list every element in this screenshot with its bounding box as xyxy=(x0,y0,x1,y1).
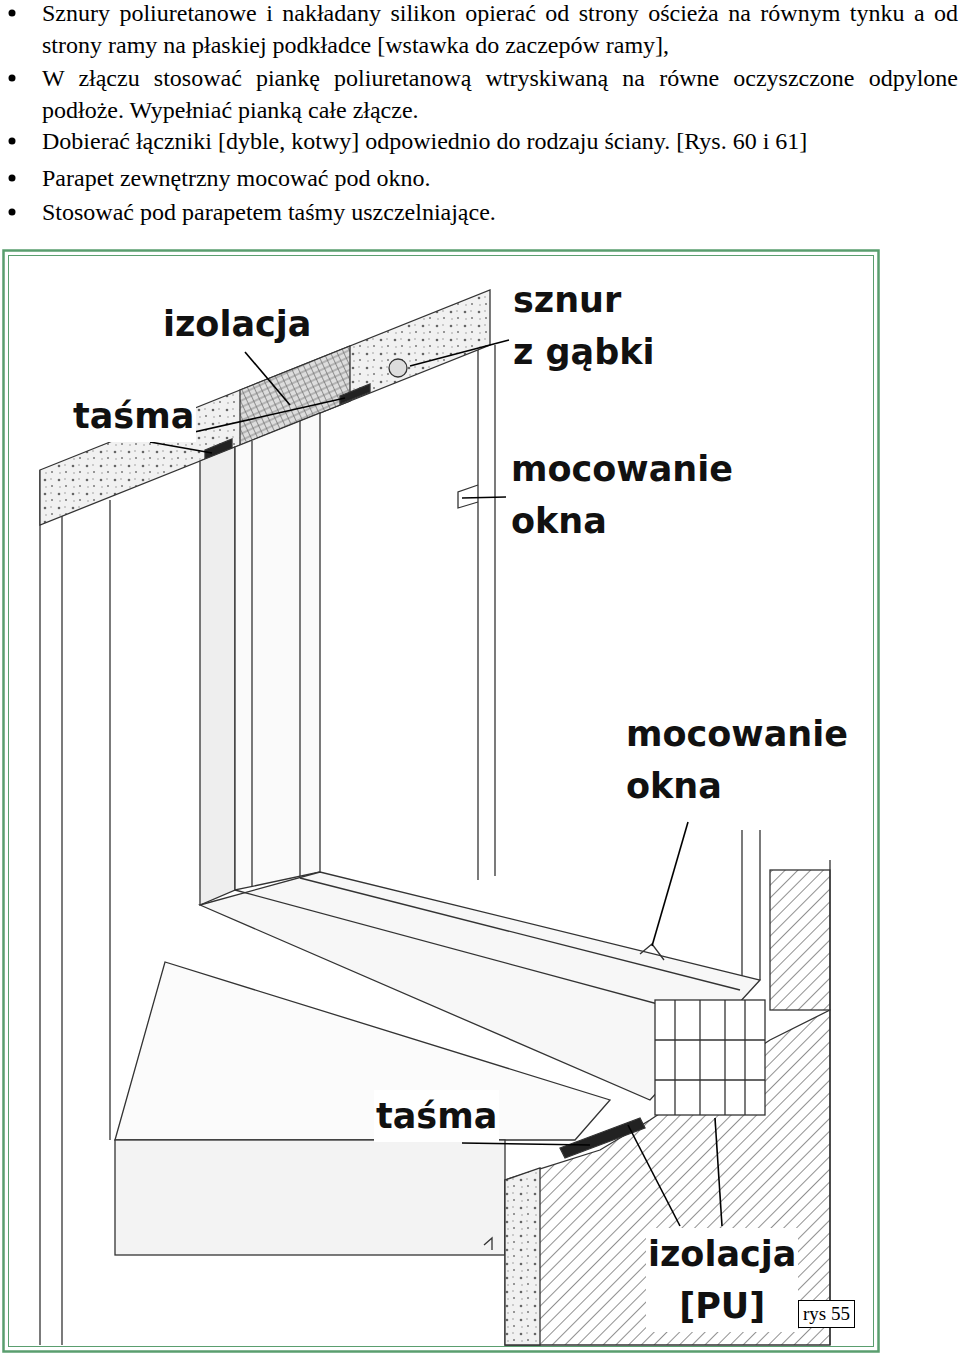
sealing-tape xyxy=(560,1118,645,1158)
board-drip xyxy=(484,1238,492,1250)
callout-label: mocowanie okna xyxy=(509,443,735,547)
chamber-wall xyxy=(655,1039,765,1040)
sash-stile xyxy=(235,413,320,890)
bullet-text: Dobierać łączniki [dyble, kotwy] odpowie… xyxy=(42,125,958,157)
anchor-notch xyxy=(640,944,664,960)
callout-label: taśma xyxy=(71,390,196,442)
figure-number-box: rys 55 xyxy=(798,1300,855,1328)
leader-line xyxy=(410,340,509,366)
sponge-rope xyxy=(389,359,407,377)
stile-line xyxy=(759,830,760,980)
callout-label: izolacja xyxy=(161,298,313,350)
wall-edge xyxy=(39,470,40,1345)
wall-section xyxy=(770,870,830,1010)
callout-label: taśma xyxy=(374,1090,499,1142)
jamb-edge xyxy=(109,500,110,1140)
callout-label: sznur z gąbki xyxy=(511,274,657,378)
chamber-wall xyxy=(674,1000,675,1115)
bullet-dot xyxy=(9,209,16,216)
stile-line xyxy=(477,350,478,880)
figure-frame xyxy=(4,251,879,1352)
chamber-wall xyxy=(655,1079,765,1080)
bullet-dots xyxy=(9,10,16,216)
plaster-section xyxy=(505,1168,540,1345)
chamber-wall xyxy=(744,1000,745,1115)
stile-line xyxy=(494,345,495,876)
window-board-top xyxy=(115,962,610,1140)
leader-line xyxy=(715,1118,722,1226)
callout-label: izolacja [PU] xyxy=(646,1228,798,1332)
frame-profile xyxy=(655,1000,765,1115)
plaster-edge xyxy=(61,462,62,1345)
chamber-wall xyxy=(724,1000,725,1115)
profile-line xyxy=(251,441,252,886)
profile-line xyxy=(235,890,680,1010)
bullet-dot xyxy=(9,75,16,82)
leader-line xyxy=(462,497,506,498)
bullet-text: Sznury poliuretanowe i nakładany silikon… xyxy=(42,0,958,61)
wall-edge xyxy=(829,860,830,1345)
bullet-text: Parapet zewnętrzny mocować pod okno. xyxy=(42,162,958,194)
chamber-wall xyxy=(699,1000,700,1115)
leader-line xyxy=(462,1143,590,1145)
leader-line xyxy=(150,442,212,453)
profile-line xyxy=(300,878,740,990)
bullet-dot xyxy=(9,138,16,145)
leader-line xyxy=(245,352,290,405)
bullet-dot xyxy=(9,175,16,182)
bullet-text: W złączu stosować piankę poliuretanową w… xyxy=(42,62,958,126)
sealing-tape xyxy=(340,384,370,404)
leader-line xyxy=(652,822,688,946)
callout-label: mocowanie okna xyxy=(624,708,850,812)
bullet-dot xyxy=(9,10,16,17)
figure-frame-inner xyxy=(9,256,874,1347)
figure-number: rys 55 xyxy=(803,1303,850,1325)
profile-line xyxy=(299,421,300,876)
frame-jamb xyxy=(200,447,235,905)
bullet-text: Stosować pod parapetem taśmy uszczelniaj… xyxy=(42,196,958,228)
window-drawing xyxy=(40,290,830,1345)
anchor-notch xyxy=(458,485,478,508)
leader-line xyxy=(628,1125,680,1226)
window-board-front xyxy=(115,1140,505,1255)
stile-line xyxy=(741,830,742,976)
